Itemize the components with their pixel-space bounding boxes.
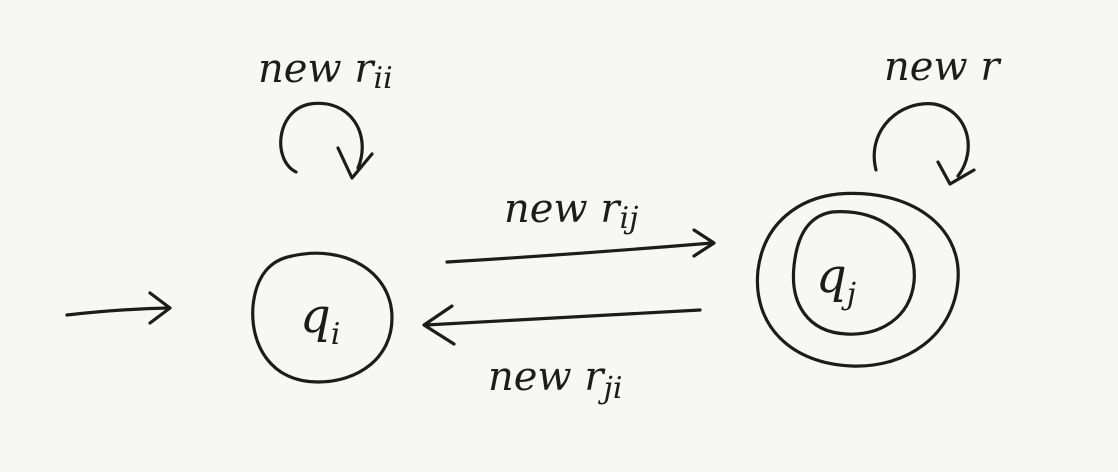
state-qj-inner-circle <box>791 210 916 336</box>
label-edge-qi-to-qj: new rij <box>504 186 638 236</box>
state-qj-outer-circle <box>755 191 960 368</box>
self-loop-qj <box>872 102 976 186</box>
state-qj-label: qj <box>816 248 856 312</box>
edge-qj-to-qi <box>422 304 702 346</box>
edge-qi-to-qj <box>445 228 716 264</box>
self-loop-qi <box>279 101 374 180</box>
state-qi-circle <box>251 251 394 384</box>
state-qi-label: qi <box>300 288 340 352</box>
state-qi: qi <box>251 251 394 384</box>
label-self-loop-qj: new r <box>884 44 1002 90</box>
start-arrow <box>65 291 172 325</box>
state-qj: qj <box>755 191 960 368</box>
label-edge-qj-to-qi: new rji <box>488 354 622 406</box>
label-self-loop-qi: new rii <box>258 46 393 96</box>
